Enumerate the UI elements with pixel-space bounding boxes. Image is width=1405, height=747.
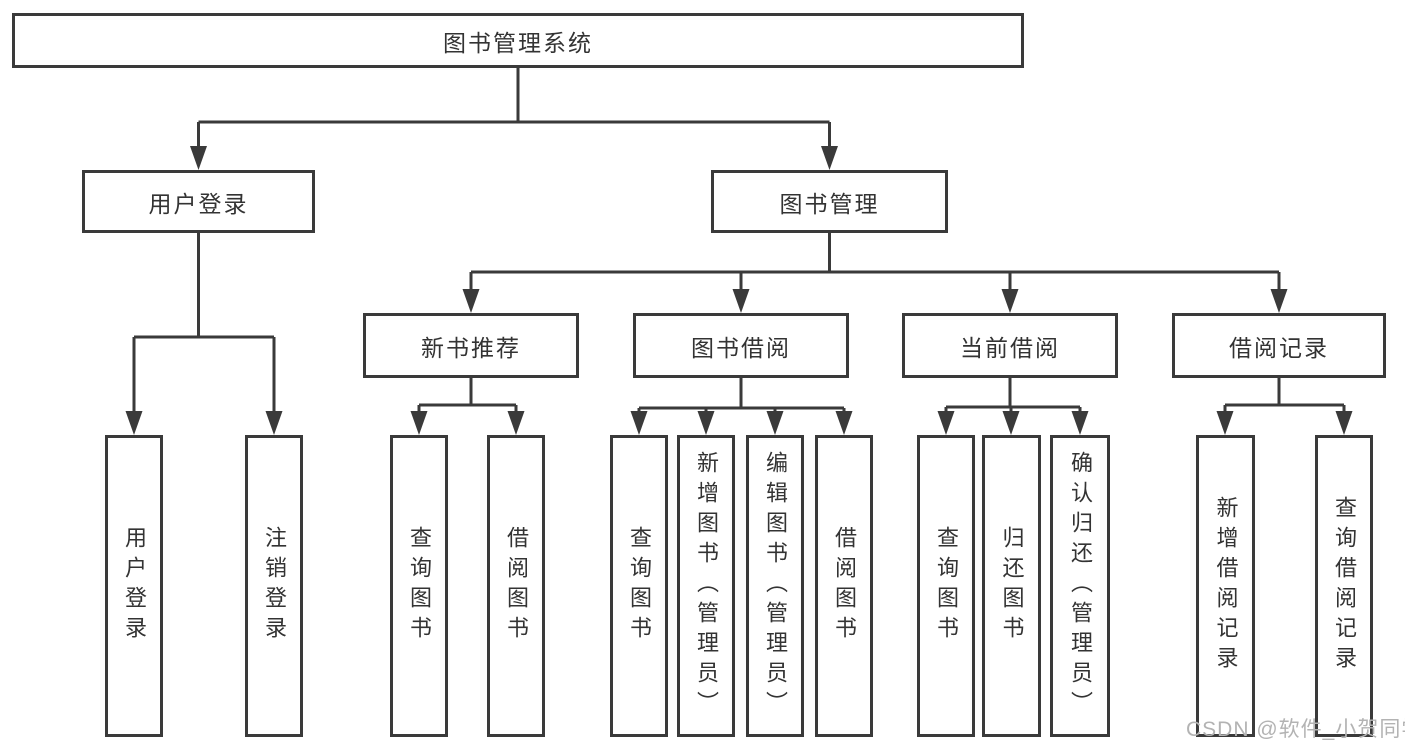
connector-current-borrow-to-leaves — [944, 378, 1082, 415]
node-book-borrowing: 图书借阅 — [633, 313, 849, 378]
arrowhead — [1002, 411, 1020, 435]
leaf-query-books-current-label: 查询图书 — [934, 526, 959, 646]
arrowhead — [937, 411, 955, 435]
arrowhead — [1071, 411, 1089, 435]
node-borrowing-records-label: 借阅记录 — [1229, 334, 1329, 361]
leaf-add-borrow-record: 新增借阅记录 — [1196, 435, 1255, 737]
arrowhead — [1216, 411, 1234, 435]
leaf-borrow-books-recommend: 借阅图书 — [487, 435, 545, 737]
arrowhead — [766, 411, 784, 435]
leaf-return-books: 归还图书 — [982, 435, 1041, 737]
node-book-borrowing-label: 图书借阅 — [691, 334, 791, 361]
node-root-label: 图书管理系统 — [443, 29, 593, 56]
node-new-book-recommend-label: 新书推荐 — [421, 334, 521, 361]
leaf-user-login-label: 用户登录 — [122, 526, 147, 646]
leaf-logout-login-label: 注销登录 — [262, 526, 287, 646]
arrowhead — [1335, 411, 1353, 435]
arrowhead — [462, 289, 480, 313]
connector-book-mgmt-to-level3 — [469, 233, 1281, 293]
arrowhead — [1270, 289, 1288, 313]
connector-user-login-to-leaves — [132, 233, 276, 415]
node-current-borrowing-label: 当前借阅 — [960, 334, 1060, 361]
leaf-user-login: 用户登录 — [105, 435, 163, 737]
leaf-query-books-recommend: 查询图书 — [390, 435, 448, 737]
connector-book-borrow-to-leaves — [637, 378, 846, 415]
leaf-add-borrow-record-label: 新增借阅记录 — [1213, 496, 1239, 676]
connector-root-to-level2 — [197, 68, 831, 150]
leaf-query-books-recommend-label: 查询图书 — [407, 526, 432, 646]
leaf-add-books-admin-label: 新增图书（管理员） — [694, 451, 719, 721]
leaf-borrow-books-borrowing: 借阅图书 — [815, 435, 873, 737]
node-current-borrowing: 当前借阅 — [902, 313, 1118, 378]
arrowhead — [125, 411, 143, 435]
leaf-return-books-label: 归还图书 — [999, 526, 1025, 646]
arrowhead — [821, 146, 838, 170]
arrowhead — [732, 289, 750, 313]
arrowhead — [630, 411, 648, 435]
leaf-query-books-borrowing-label: 查询图书 — [627, 526, 652, 646]
arrowhead — [835, 411, 853, 435]
arrowhead — [507, 411, 525, 435]
connector-new-book-to-leaves — [417, 378, 518, 415]
node-book-management: 图书管理 — [711, 170, 948, 233]
node-borrowing-records: 借阅记录 — [1172, 313, 1386, 378]
leaf-query-books-current: 查询图书 — [917, 435, 975, 737]
node-user-login-label: 用户登录 — [148, 190, 249, 217]
leaf-query-borrow-record: 查询借阅记录 — [1315, 435, 1373, 737]
arrowhead — [697, 411, 715, 435]
leaf-confirm-return-admin-label: 确认归还（管理员） — [1068, 451, 1093, 721]
leaf-borrow-books-recommend-label: 借阅图书 — [504, 526, 529, 646]
arrowhead — [190, 146, 207, 170]
leaf-edit-books-admin: 编辑图书（管理员） — [746, 435, 804, 737]
watermark: CSDN @软件_小贺同学 — [1186, 718, 1405, 741]
leaf-confirm-return-admin: 确认归还（管理员） — [1050, 435, 1110, 737]
node-new-book-recommend: 新书推荐 — [363, 313, 579, 378]
arrowhead — [1001, 289, 1019, 313]
node-book-management-label: 图书管理 — [779, 190, 880, 217]
leaf-query-borrow-record-label: 查询借阅记录 — [1332, 496, 1357, 676]
connector-borrow-records-to-leaves — [1223, 378, 1346, 415]
node-root: 图书管理系统 — [12, 13, 1024, 68]
leaf-logout-login: 注销登录 — [245, 435, 303, 737]
leaf-add-books-admin: 新增图书（管理员） — [677, 435, 735, 737]
leaf-query-books-borrowing: 查询图书 — [610, 435, 668, 737]
leaf-edit-books-admin-label: 编辑图书（管理员） — [763, 451, 788, 721]
arrowhead — [265, 411, 283, 435]
leaf-borrow-books-borrowing-label: 借阅图书 — [832, 526, 857, 646]
node-user-login: 用户登录 — [82, 170, 315, 233]
arrowhead — [410, 411, 428, 435]
